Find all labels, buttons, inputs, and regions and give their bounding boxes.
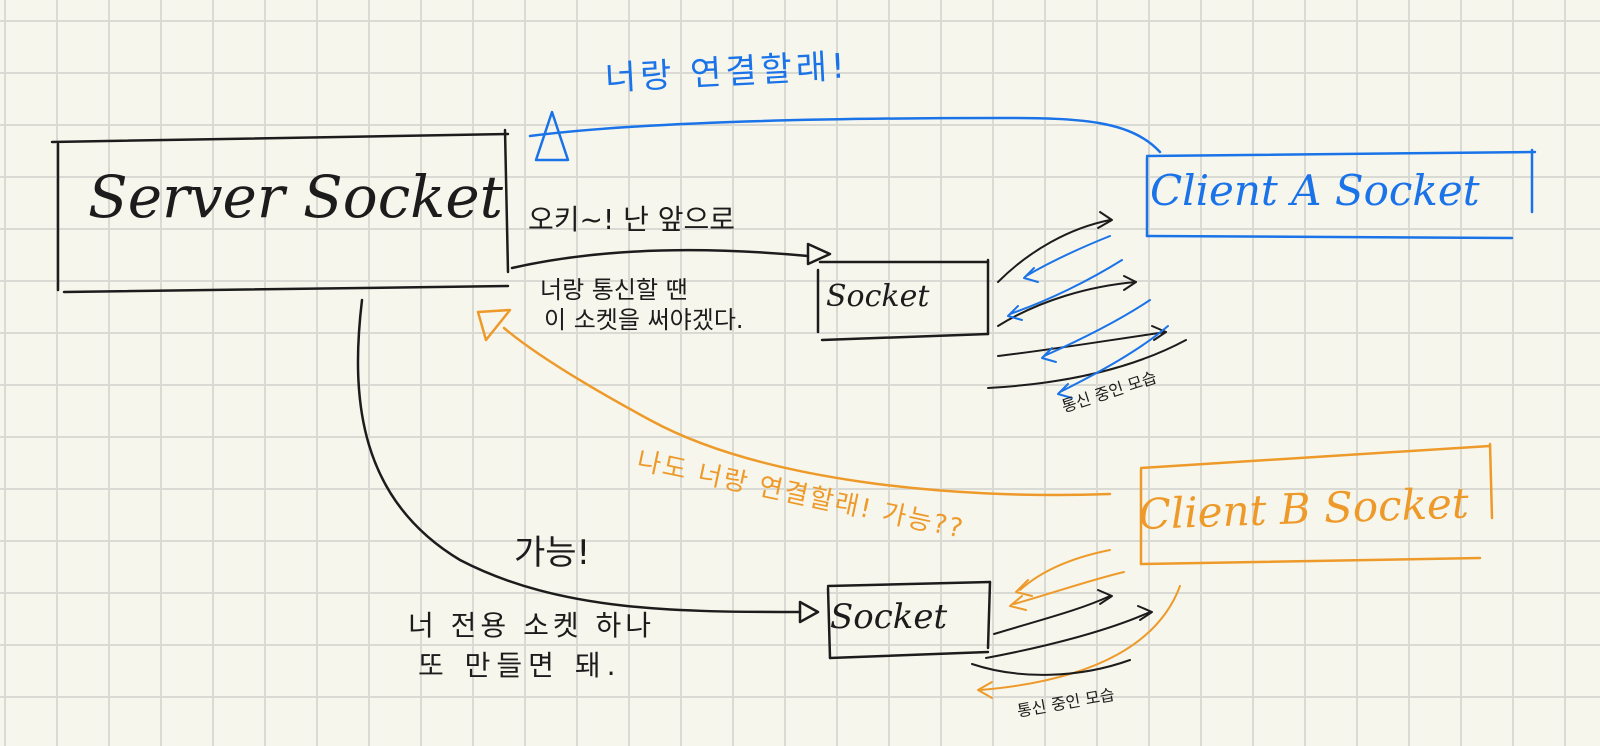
server-note-line1: 너랑 통신할 땐 [540, 276, 688, 304]
socket-a-label: Socket [826, 279, 930, 314]
client-a-socket-label: Client A Socket [1150, 166, 1480, 215]
socket-b-to-client-b-arrows [971, 589, 1153, 676]
server-possible-label: 가능! [514, 533, 591, 573]
server-to-socket-a-arrow [510, 242, 832, 270]
server-socket-box [50, 128, 510, 294]
server-note-b-line1: 너 전용 소켓 하나 [408, 609, 656, 642]
server-to-socket-b-arrow [356, 298, 820, 624]
client-a-socket-box [1145, 148, 1537, 240]
server-note-line2: 이 소켓을 써야겠다. [544, 306, 744, 334]
client-b-to-socket-b-arrows [977, 549, 1181, 699]
client-b-socket-label: Client B Socket [1137, 478, 1470, 539]
client-a-request-arrow [528, 110, 1162, 162]
socket-a-to-client-a-arrows [987, 211, 1187, 389]
client-b-socket-box [1139, 442, 1494, 566]
server-socket-label: Server Socket [88, 163, 503, 231]
socket-b-label: Socket [830, 597, 948, 637]
client-a-to-socket-a-arrows [1007, 235, 1169, 399]
socket-a-box [816, 258, 990, 342]
server-note-b-line2: 또 만들면 돼. [418, 649, 622, 682]
socket-b-box [826, 580, 992, 660]
server-ok-label: 오키~! 난 앞으로 [528, 203, 736, 236]
client-b-request-arrow [476, 308, 1112, 497]
